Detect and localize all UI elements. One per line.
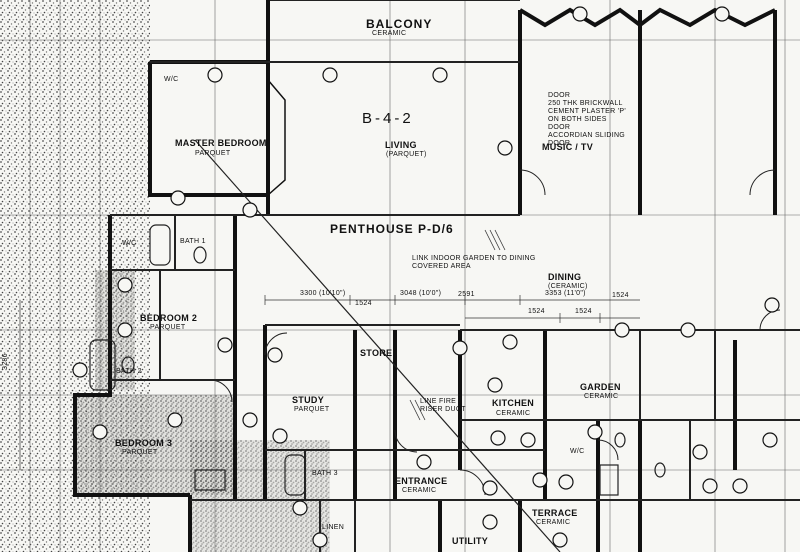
garden-finish-label: CERAMIC [584,393,619,400]
dimension-text-1: 3048 (10'0") [400,290,442,297]
dimension-text-6: 1524 [612,292,629,299]
living-finish-label: (PARQUET) [386,151,427,158]
balcony-finish-label: CERAMIC [372,30,407,37]
dimension-text-4: 2591 [458,291,475,298]
dimension-lines [19,295,640,470]
exterior-walls [73,0,777,552]
dining-finish-label: (CERAMIC) [548,283,588,290]
entrance-finish-label: CERAMIC [402,487,437,494]
speckle-region-bottom [190,440,330,552]
music-tv-label: MUSIC / TV [542,142,594,152]
link-garden-note: LINK INDOOR GARDEN TO DINING COVERED ARE… [412,255,536,270]
bath-2-label: BATH 2 [116,368,142,375]
garden-label: GARDEN [580,382,621,392]
reference-bubbles [72,6,780,548]
bedroom-2-label: BEDROOM 2 [140,313,198,323]
terrace-label: TERRACE [532,508,578,518]
entrance-label: ENTRANCE [395,476,448,486]
bay-window [267,79,286,196]
wc-2-label: W/C [122,240,137,247]
music-room-note: DOOR 250 THK BRICKWALL CEMENT PLASTER 'P… [548,92,626,147]
bath-1-label: BATH 1 [180,238,206,245]
master-bedroom-label: MASTER BEDROOM [175,138,267,148]
terrace-finish-label: CERAMIC [536,519,571,526]
dimension-text-7: 1524 [528,308,545,315]
dimension-text-8: 1524 [575,308,592,315]
master-bedroom-finish-label: PARQUET [195,150,231,157]
bedroom-3-finish-label: PARQUET [122,449,158,456]
study-finish-label: PARQUET [294,406,330,413]
sanitary-fixtures [89,224,666,496]
wc-1-label: W/C [164,76,179,83]
bedroom-2-finish-label: PARQUET [150,324,186,331]
dimension-text-2: 3300 (10'10") [300,290,346,297]
balcony-label: BALCONY [366,17,433,31]
dining-label: DINING [548,272,582,282]
dimension-text-3: 1524 [355,300,372,307]
riser-hatch [409,229,506,421]
linen-label: LINEN [322,524,345,531]
wc-3-label: W/C [570,448,585,455]
penthouse-label: PENTHOUSE P-D/6 [330,222,454,236]
interior-walls [110,0,800,552]
bedroom-3-label: BEDROOM 3 [115,438,173,448]
kitchen-finish-label: CERAMIC [496,410,531,417]
living-label: LIVING [385,140,417,150]
store-label: STORE [360,348,393,358]
pipe-duct-note: LINE FIRE RISER DUCT [420,398,466,413]
dimension-text-9: 3286 [2,353,9,370]
kitchen-label: KITCHEN [492,398,535,408]
study-label: STUDY [292,395,325,405]
dimension-text-5: 3353 (11'0") [545,290,586,297]
bath-3-label: BATH 3 [312,470,338,477]
unit-code-label: B-4-2 [362,110,414,127]
utility-label: UTILITY [452,536,489,546]
